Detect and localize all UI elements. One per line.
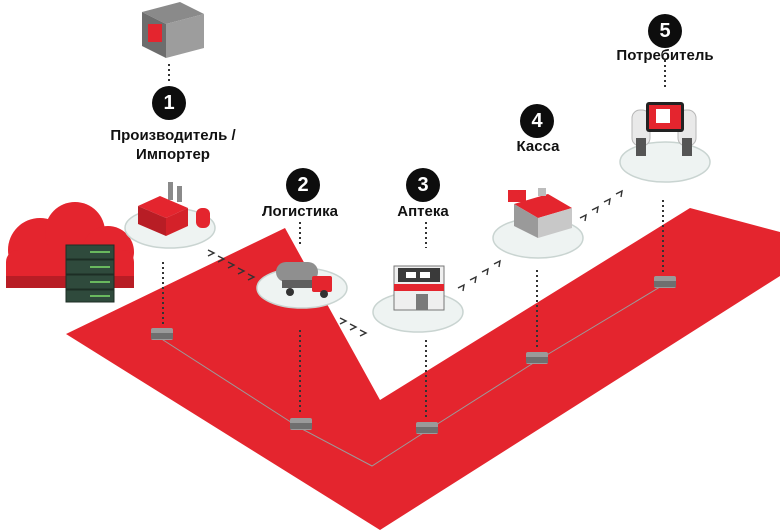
smartphone-icon: [631, 102, 697, 156]
cash-register-icon: [508, 188, 572, 238]
ledger-nodes: [151, 276, 676, 434]
step-label-1: Производитель / Импортер: [110, 127, 236, 163]
ledger-node: [654, 276, 676, 288]
step-label-4: Касса: [516, 138, 560, 155]
step-label-5: Потребитель: [616, 47, 714, 64]
flow-arrows: [207, 189, 623, 337]
ledger-band: [66, 208, 780, 530]
server-rack-icon: [65, 244, 115, 303]
ledger-node: [416, 422, 438, 434]
pharmacy-icon: [393, 265, 445, 311]
step-number-3: 3: [406, 168, 440, 202]
factory-icon: [138, 182, 210, 236]
step-label-3: Аптека: [397, 203, 449, 220]
ledger-node: [526, 352, 548, 364]
step-label-2: Логистика: [262, 203, 338, 220]
ledger-line: [159, 283, 666, 467]
step-number-4: 4: [520, 104, 554, 138]
box-icon: [142, 2, 204, 58]
step-number-1: 1: [152, 86, 186, 120]
ledger-node: [151, 328, 173, 340]
step-number-5: 5: [648, 14, 682, 48]
platform-consumer: [619, 141, 711, 183]
truck-icon: [276, 262, 332, 298]
ledger-node: [290, 418, 312, 430]
step-number-2: 2: [286, 168, 320, 202]
vertical-connectors: [162, 60, 666, 418]
